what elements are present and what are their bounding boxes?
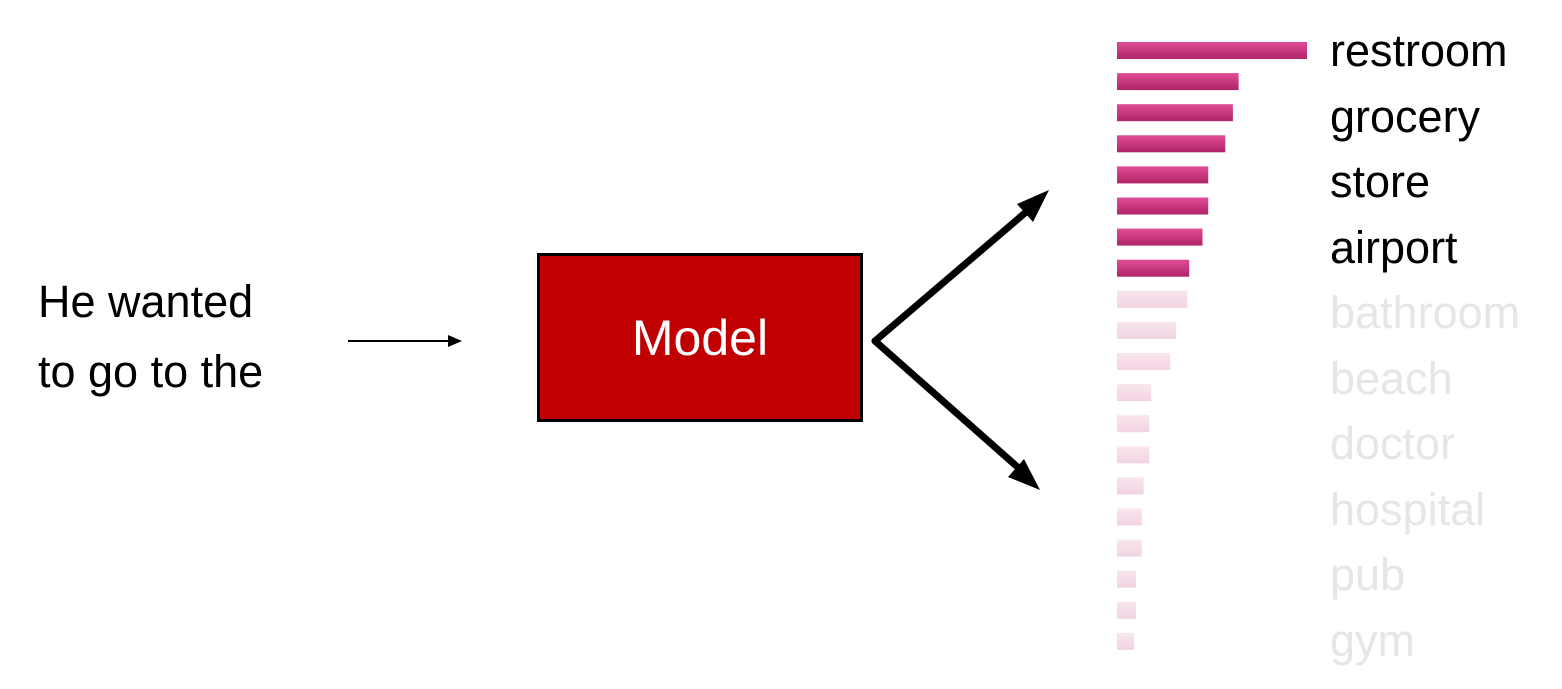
output-arrow-down — [871, 337, 1040, 490]
probability-bar — [1117, 104, 1233, 122]
model-label: Model — [631, 309, 769, 366]
output-arrow-up — [871, 190, 1049, 345]
probability-bar — [1117, 135, 1226, 153]
input-arrow — [348, 335, 462, 347]
candidate-word: bathroom — [1330, 287, 1521, 338]
prompt-text-line-1: He wanted — [38, 276, 254, 327]
candidate-word: doctor — [1330, 418, 1456, 469]
probability-bar — [1117, 353, 1171, 370]
probability-bar — [1117, 290, 1188, 308]
candidate-word: airport — [1330, 221, 1458, 273]
probability-bar — [1117, 259, 1190, 277]
probability-bar — [1117, 601, 1136, 619]
probability-bar — [1117, 415, 1150, 433]
probability-bar — [1117, 321, 1176, 339]
model-box: Model — [537, 253, 863, 422]
probability-bar — [1117, 73, 1239, 91]
candidate-word: store — [1330, 156, 1431, 207]
probability-bar — [1117, 477, 1144, 495]
candidate-word: beach — [1330, 352, 1453, 404]
probability-bar — [1117, 166, 1209, 184]
candidate-word: grocery — [1330, 90, 1481, 142]
probability-bar — [1117, 384, 1152, 402]
prompt-text-line-2: to go to the — [38, 346, 264, 397]
probability-bar — [1117, 446, 1150, 464]
candidate-word: hospital — [1330, 483, 1486, 535]
probability-bar — [1117, 508, 1142, 526]
probability-bar — [1117, 42, 1307, 59]
candidate-word: restroom — [1330, 25, 1508, 76]
probability-bar — [1117, 570, 1136, 588]
probability-bar — [1117, 197, 1209, 215]
candidate-word: pub — [1330, 549, 1406, 600]
probability-bar — [1117, 228, 1203, 246]
candidate-word: gym — [1330, 614, 1416, 666]
probability-bar — [1117, 539, 1142, 557]
probability-bar — [1117, 632, 1135, 650]
probability-bars — [1117, 42, 1307, 650]
